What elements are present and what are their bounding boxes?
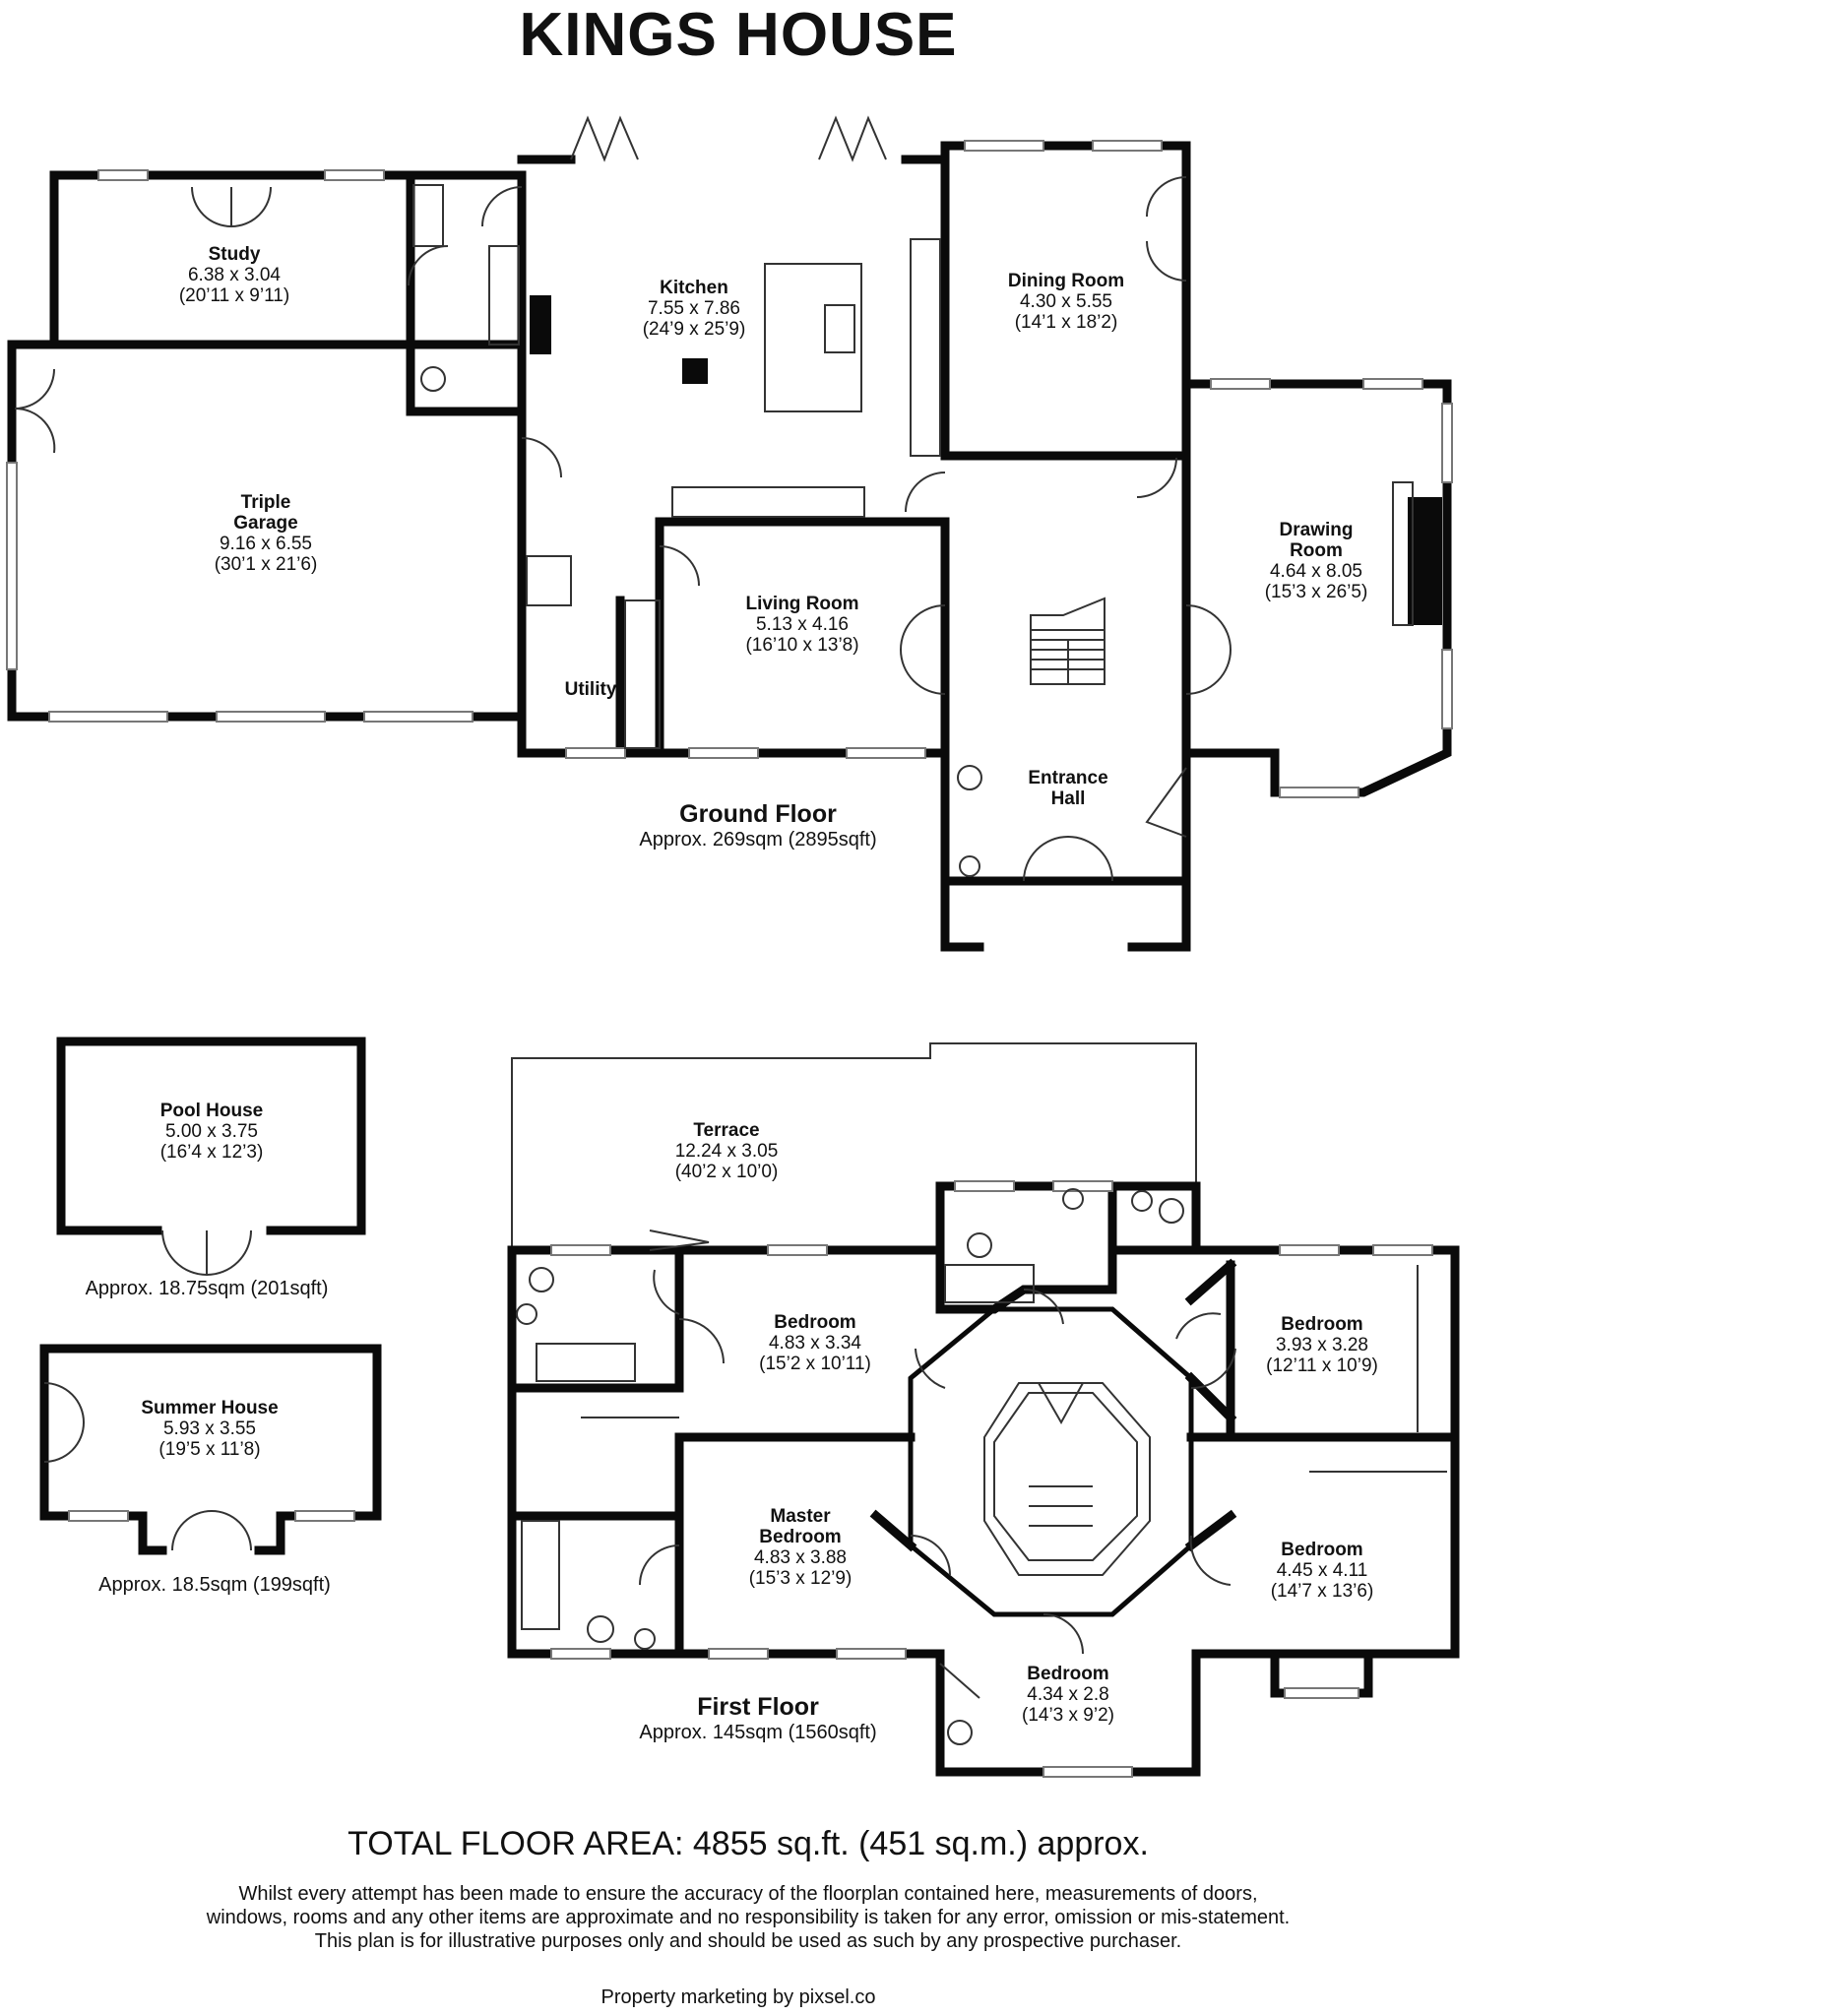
pool-house-plan [56, 1037, 366, 1277]
room-label-summer-house: Summer House 5.93 x 3.55 (19’5 x 11’8) [141, 1398, 279, 1460]
summer-house-plan [39, 1344, 382, 1555]
room-label-utility: Utility [564, 679, 617, 700]
first-floor-plan [507, 1042, 1460, 1778]
room-label-triple-garage: Triple Garage 9.16 x 6.55 (30’1 x 21’6) [214, 492, 318, 575]
room-label-study: Study 6.38 x 3.04 (20’11 x 9’11) [178, 244, 290, 306]
first-floor-label: First Floor Approx. 145sqm (1560sqft) [639, 1693, 877, 1743]
room-label-master-bedroom: Master Bedroom 4.83 x 3.88 (15’3 x 12’9) [748, 1506, 853, 1589]
pool-house-area: Approx. 18.75sqm (201sqft) [85, 1278, 329, 1299]
summer-house-area: Approx. 18.5sqm (199sqft) [98, 1574, 331, 1596]
room-label-drawing-room: Drawing Room 4.64 x 8.05 (15’3 x 26’5) [1264, 520, 1368, 602]
room-label-entrance-hall: Entrance Hall [1028, 768, 1108, 809]
disclaimer-text: Whilst every attempt has been made to en… [206, 1883, 1291, 1952]
drawing-walls [1181, 379, 1452, 797]
ground-stairs [1030, 597, 1106, 685]
kitchen-fireplace [530, 295, 551, 354]
bifold-door-right [818, 115, 887, 162]
page-title: KINGS HOUSE [519, 1, 958, 69]
room-label-living-room: Living Room 5.13 x 4.16 (16’10 x 13’8) [745, 594, 859, 656]
room-label-bedroom-1: Bedroom 4.83 x 3.34 (15’2 x 10’11) [759, 1312, 871, 1374]
ground-floor-plan [6, 115, 1453, 952]
room-label-bedroom-2: Bedroom 3.93 x 3.28 (12’11 x 10’9) [1266, 1314, 1378, 1376]
main-walls [517, 407, 950, 758]
kitchen-island [764, 263, 862, 412]
total-floor-area: TOTAL FLOOR AREA: 4855 sq.ft. (451 sq.m.… [347, 1825, 1149, 1862]
kitchen-pillar [682, 358, 708, 384]
room-label-pool-house: Pool House 5.00 x 3.75 (16’4 x 12’3) [159, 1101, 264, 1163]
room-label-terrace: Terrace 12.24 x 3.05 (40’2 x 10’0) [674, 1120, 779, 1182]
room-label-kitchen: Kitchen 7.55 x 7.86 (24’9 x 25’9) [642, 278, 746, 340]
wc-walls [406, 170, 527, 416]
room-label-bedroom-3: Bedroom 4.45 x 4.11 (14’7 x 13’6) [1270, 1540, 1374, 1602]
room-label-dining-room: Dining Room 4.30 x 5.55 (14’1 x 18’2) [1007, 271, 1125, 333]
ground-floor-label: Ground Floor Approx. 269sqm (2895sqft) [639, 800, 877, 850]
room-label-bedroom-4: Bedroom 4.34 x 2.8 (14’3 x 9’2) [1022, 1664, 1114, 1726]
marketing-credit: Property marketing by pixsel.co [600, 1986, 876, 2008]
hall-walls [940, 748, 1191, 886]
first-floor-stairs [983, 1382, 1151, 1576]
drawing-fireplace [1408, 497, 1442, 625]
terrace-outline [511, 1042, 1197, 1250]
bifold-door-left [570, 115, 639, 162]
